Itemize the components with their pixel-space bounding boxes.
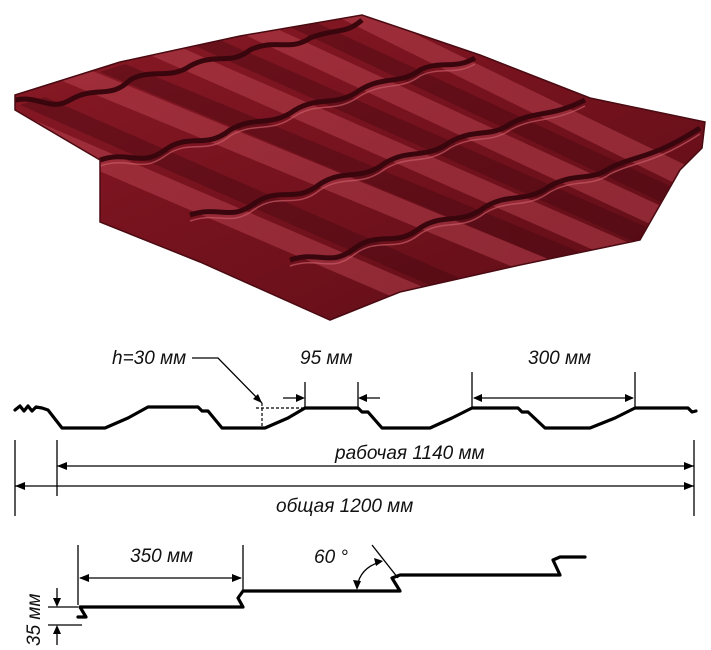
wave-pitch-label: 300 мм [528,348,591,369]
flat-top-label: 95 мм [300,348,352,369]
side-profile-drawing: 350 мм 60 ° 35 мм [24,544,587,646]
angle-label: 60 ° [314,547,348,568]
step-edges [15,18,702,263]
height-label: h=30 мм [112,348,186,369]
cross-section-drawing: h=30 мм 95 мм 300 мм рабочая 1140 мм общ… [13,348,698,517]
total-width-label: общая 1200 мм [276,496,413,517]
step-height-label: 35 мм [24,594,45,646]
wave-profile-line [13,404,698,430]
step-profile-line [76,555,587,619]
metal-tile-sheet-image [14,14,706,321]
working-width-label: рабочая 1140 мм [334,443,485,464]
sheet-body [15,15,705,320]
step-length-label: 350 мм [130,546,193,567]
